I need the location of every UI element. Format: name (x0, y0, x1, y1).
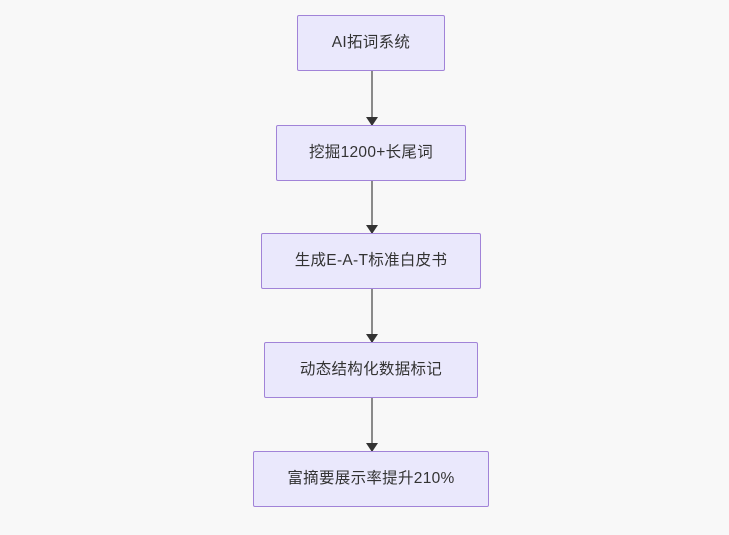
arrow-head-icon (366, 443, 378, 452)
flow-edge-n2-to-n3 (366, 181, 378, 234)
flow-node-label: 富摘要展示率提升210% (287, 469, 455, 487)
edge-line (371, 181, 373, 233)
flow-node-dynamic-structured-data-markup[interactable]: 动态结构化数据标记 (264, 342, 478, 398)
arrow-head-icon (366, 117, 378, 126)
flow-node-ai-keyword-system[interactable]: AI拓词系统 (297, 15, 445, 71)
flow-node-label: 挖掘1200+长尾词 (308, 143, 434, 161)
flow-node-label: 生成E-A-T标准白皮书 (294, 251, 448, 269)
flow-node-mine-longtail-keywords[interactable]: 挖掘1200+长尾词 (276, 125, 466, 181)
flow-node-label: AI拓词系统 (331, 33, 411, 51)
flow-edge-n1-to-n2 (366, 71, 378, 126)
flow-edge-n4-to-n5 (366, 398, 378, 452)
edge-line (371, 289, 373, 342)
edge-line (371, 398, 373, 451)
flow-node-rich-snippet-impression-uplift[interactable]: 富摘要展示率提升210% (253, 451, 489, 507)
flow-node-generate-eat-whitepaper[interactable]: 生成E-A-T标准白皮书 (261, 233, 481, 289)
flow-edge-n3-to-n4 (366, 289, 378, 343)
edge-line (371, 71, 373, 125)
arrow-head-icon (366, 334, 378, 343)
flow-node-label: 动态结构化数据标记 (299, 360, 443, 378)
arrow-head-icon (366, 225, 378, 234)
